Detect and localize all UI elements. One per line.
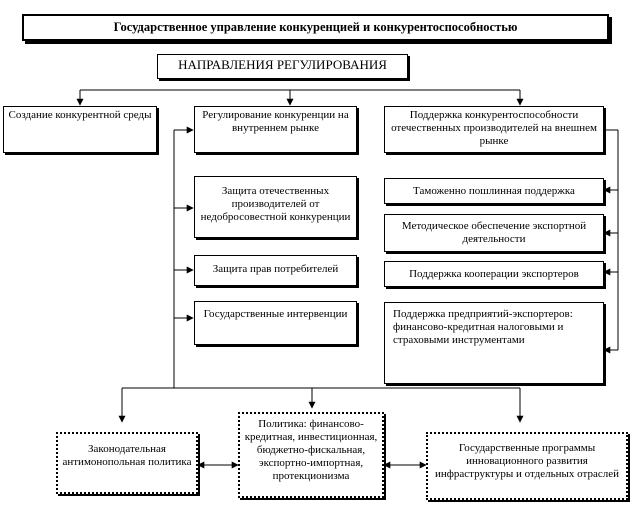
diagram-title: Государственное управление конкуренцией … bbox=[22, 14, 609, 41]
right-item-methodical: Методическое обеспечение экспортной деят… bbox=[384, 214, 604, 252]
column-head-left: Создание конкурентной среды bbox=[3, 106, 157, 153]
directions-heading: НАПРАВЛЕНИЯ РЕГУЛИРОВАНИЯ bbox=[157, 54, 408, 79]
center-item-interventions: Государственные интервенции bbox=[194, 301, 357, 345]
right-item-exporters-support: Поддержка предприятий-экспортеров: финан… bbox=[384, 302, 604, 384]
column-head-center: Регулирование конкуренции на внутреннем … bbox=[194, 106, 357, 153]
center-item-consumer-rights: Защита прав потребителей bbox=[194, 255, 357, 286]
center-item-protection-producers: Защита отечественных производителей от н… bbox=[194, 176, 357, 238]
bottom-state-programs: Государственные программы инновационного… bbox=[426, 432, 628, 500]
right-item-cooperation: Поддержка кооперации экспортеров bbox=[384, 261, 604, 287]
right-item-customs: Таможенно пошлинная поддержка bbox=[384, 178, 604, 204]
bottom-economic-policy: Политика: финансово-кредитная, инвестици… bbox=[238, 412, 384, 498]
column-head-right: Поддержка конкурентоспособности отечеств… bbox=[384, 106, 604, 153]
bottom-antimonopoly-policy: Законодательная антимонопольная политика bbox=[56, 432, 198, 494]
